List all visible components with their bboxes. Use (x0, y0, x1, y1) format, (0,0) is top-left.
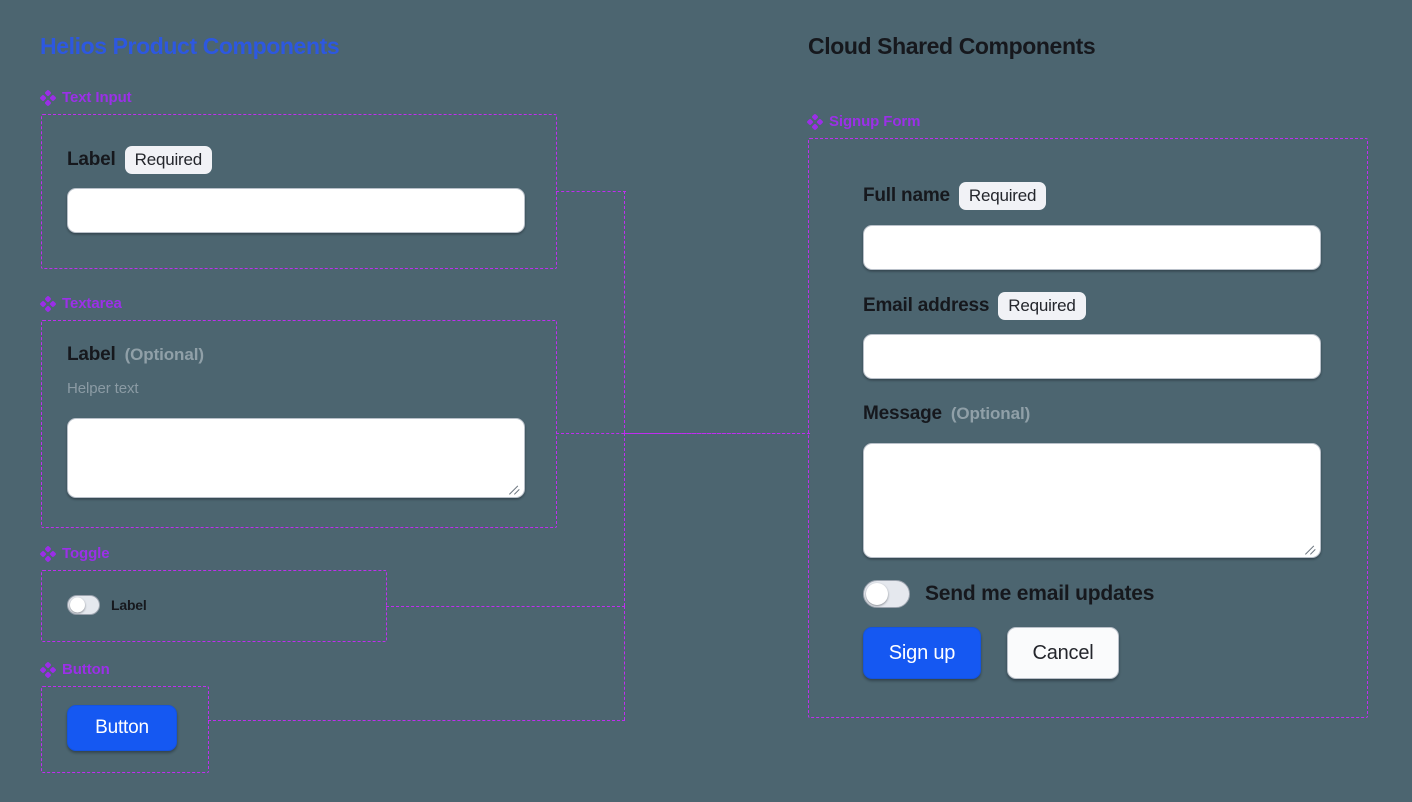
connector-button-v1 (624, 606, 625, 720)
connector-button-h1 (208, 720, 625, 721)
page-title-cloud: Cloud Shared Components (808, 33, 1096, 59)
textarea-label: Label (67, 344, 116, 365)
required-badge: Required (998, 292, 1086, 320)
toggle-switch[interactable] (67, 595, 100, 615)
message-label: Message (863, 403, 942, 424)
toggle-label: Label (111, 597, 147, 613)
connector-textarea-h1 (556, 433, 810, 434)
connector-text-input-h2 (624, 433, 810, 434)
section-label-toggle: Toggle (38, 544, 110, 564)
full-name-label: Full name (863, 185, 950, 206)
email-input[interactable] (863, 334, 1321, 379)
section-label-text: Signup Form (829, 113, 921, 130)
frame-textarea (41, 320, 557, 528)
textarea-label-row: Label (Optional) (67, 344, 204, 366)
textarea-field[interactable] (67, 418, 525, 498)
diamond-icon (38, 660, 58, 680)
diamond-icon (38, 88, 58, 108)
toggle-knob (866, 583, 888, 605)
textarea-helper-text: Helper text (67, 380, 139, 397)
page-title-helios: Helios Product Components (40, 33, 340, 59)
section-label-textarea: Textarea (38, 294, 122, 314)
demo-button[interactable]: Button (67, 705, 177, 751)
full-name-label-row: Full name Required (863, 182, 1047, 210)
subscribe-toggle-switch[interactable] (863, 580, 910, 608)
subscribe-toggle-row: Send me email updates (863, 580, 1154, 608)
email-label-row: Email address Required (863, 292, 1086, 320)
sign-up-button[interactable]: Sign up (863, 627, 981, 679)
section-label-signup-form: Signup Form (805, 112, 921, 132)
optional-tag: (Optional) (950, 404, 1031, 423)
section-label-text: Text Input (62, 89, 132, 106)
optional-tag: (Optional) (124, 345, 204, 364)
connector-text-input-h1 (556, 191, 626, 192)
section-label-button: Button (38, 660, 110, 680)
section-label-text: Toggle (62, 545, 110, 562)
required-badge: Required (958, 182, 1047, 210)
section-label-text: Button (62, 661, 110, 678)
section-label-text: Textarea (62, 295, 122, 312)
message-textarea[interactable] (863, 443, 1321, 558)
frame-button (41, 686, 209, 773)
subscribe-toggle-label: Send me email updates (925, 582, 1155, 605)
text-input-label-row: Label Required (67, 146, 213, 174)
message-textarea-wrapper (863, 443, 1321, 558)
diamond-icon (805, 112, 825, 132)
diamond-icon (38, 294, 58, 314)
frame-signup-form (808, 138, 1368, 718)
connector-text-input-v1 (624, 191, 625, 433)
text-input-field[interactable] (67, 188, 525, 233)
frame-text-input (41, 114, 557, 269)
diamond-icon (38, 544, 58, 564)
email-label: Email address (863, 295, 990, 316)
connector-toggle-v1 (624, 433, 625, 606)
full-name-input[interactable] (863, 225, 1321, 270)
cancel-button[interactable]: Cancel (1007, 627, 1119, 679)
required-badge: Required (124, 146, 213, 174)
textarea-wrapper (67, 418, 525, 498)
toggle-knob (70, 597, 85, 613)
frame-toggle (41, 570, 387, 642)
connector-toggle-h1 (386, 606, 625, 607)
text-input-label: Label (67, 149, 116, 170)
toggle-row: Label (67, 595, 147, 615)
message-label-row: Message (Optional) (863, 403, 1030, 425)
section-label-text-input: Text Input (38, 88, 132, 108)
